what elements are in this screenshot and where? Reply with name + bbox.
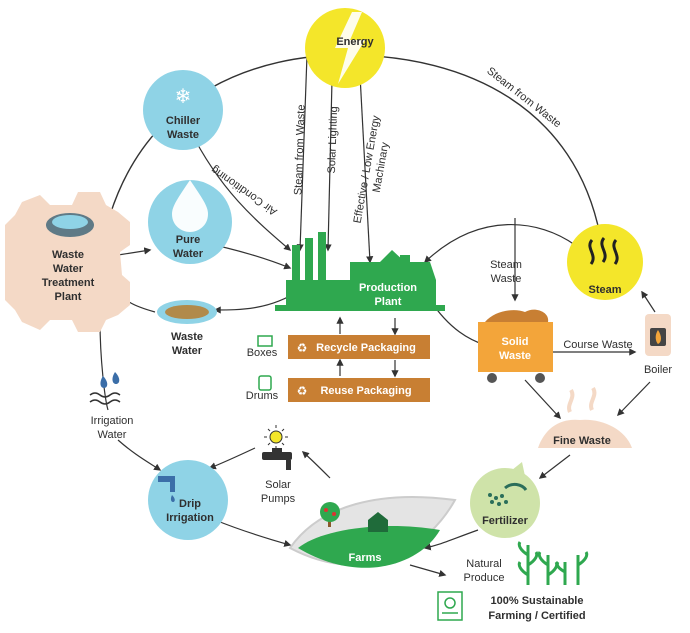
arrow-solid-fine: [524, 379, 561, 420]
tree-icon: [320, 502, 340, 527]
waste-water-pond-inner: [165, 305, 209, 319]
chiller-circle: [143, 70, 223, 150]
fertilizer-label: Fertilizer: [482, 515, 529, 527]
production-plant-label-1: Production: [359, 282, 417, 294]
arrow-drip-farms: [214, 519, 292, 547]
natural-produce-label-1: Natural: [466, 558, 501, 570]
reuse-icon: ♻: [297, 384, 308, 398]
production-plant-label-2: Plant: [375, 296, 402, 308]
arrow-boiler-fine: [616, 381, 651, 417]
wwtp-label-1: Waste: [52, 249, 84, 261]
drums-icon: [258, 375, 272, 391]
boxes-label: Boxes: [247, 347, 278, 359]
arrow-solar-lighting: [324, 79, 333, 252]
seeds-icon: [488, 482, 528, 506]
farms-label: Farms: [348, 552, 381, 564]
solar-pumps-label-2: Pumps: [261, 493, 296, 505]
steam-waste-label-1: Steam: [490, 259, 522, 271]
arrow-air-conditioning: [189, 129, 292, 251]
arrow-fertilizer-farms: [423, 529, 479, 551]
fertilizer-pointer: [512, 462, 525, 476]
sun-icon: [264, 425, 288, 449]
faucet-icon: [158, 476, 175, 502]
boxes-icon: [257, 335, 273, 347]
steam-circle: [567, 224, 643, 300]
reuse-packaging-label: Reuse Packaging: [320, 385, 411, 397]
natural-produce-label-2: Produce: [464, 572, 505, 584]
steam-label: Steam: [588, 284, 621, 296]
arrow-boiler-steam: [641, 290, 656, 313]
certificate-icon: [437, 591, 463, 621]
arrow-farms-produce: [409, 564, 447, 577]
drums-label: Drums: [246, 390, 279, 402]
wwtp-label-4: Plant: [55, 291, 82, 303]
recycle-icon: ♻: [297, 341, 308, 355]
farms-field: [298, 526, 440, 568]
arrow-farms-pumps: [301, 451, 331, 479]
irrigation-water-label-1: Irrigation: [91, 415, 134, 427]
sustainable-label-1: 100% Sustainable: [491, 595, 584, 607]
waste-water-label-2: Water: [172, 345, 203, 357]
arrow-steam-plant: [423, 224, 576, 263]
steam-waste-label-2: Waste: [491, 273, 522, 285]
plants-icon: [517, 541, 589, 585]
arrow-wwtp-pure: [117, 247, 152, 256]
boiler-label: Boiler: [644, 364, 672, 376]
edge-steam-from-waste-top: Steam from Waste: [484, 65, 563, 130]
drip-irrigation-label-1: Drip: [179, 498, 201, 510]
pump-icon: [262, 448, 292, 470]
arrow-fine-fertilizer: [538, 454, 571, 479]
chiller-label-2: Waste: [167, 129, 199, 141]
sustainable-label-2: Farming / Certified: [488, 610, 585, 622]
lightning-icon: [335, 12, 365, 84]
arrow-steam-from-waste: [296, 54, 308, 252]
energy-label: Energy: [336, 36, 374, 48]
arrow-irrigation-drip: [117, 439, 162, 471]
recycle-packaging-label: Recycle Packaging: [316, 342, 416, 354]
course-waste-label: Course Waste: [563, 339, 632, 351]
boiler-icon: [645, 314, 671, 356]
reuse-packaging-box: [288, 378, 430, 402]
arrow-effective-energy: [359, 74, 374, 264]
fine-waste-mound: [538, 419, 632, 448]
wwtp-label-3: Treatment: [42, 277, 95, 289]
irrigation-water-label-2: Water: [98, 429, 127, 441]
steam-icon: [588, 237, 619, 265]
edge-solar-lighting: Solar Lighting: [326, 106, 340, 174]
irrigation-water-icon: [89, 372, 121, 405]
fine-waste-smoke: [567, 386, 597, 413]
pure-water-label-2: Water: [173, 248, 204, 260]
water-drop-icon: [172, 180, 208, 232]
recycle-packaging-box: [288, 335, 430, 359]
pure-water-label-1: Pure: [176, 234, 200, 246]
chiller-label-1: Chiller: [166, 115, 201, 127]
solid-waste-label-1: Solid: [502, 336, 529, 348]
solid-waste-label-2: Waste: [499, 350, 531, 362]
arrow-pumps-drip: [208, 447, 256, 470]
wwtp-label-2: Water: [53, 263, 84, 275]
waste-water-label-1: Waste: [171, 331, 203, 343]
drip-irrigation-label-2: Irrigation: [166, 512, 214, 524]
barn-icon: [368, 512, 388, 532]
factory-icon: [275, 232, 445, 311]
edge-steam-from-waste-mid: Steam from Waste: [292, 104, 307, 195]
fine-waste-label: Fine Waste: [553, 435, 611, 447]
wwtp-gear: [5, 192, 130, 332]
snowflake-icon: ❄: [175, 86, 192, 108]
solar-pumps-label-1: Solar: [265, 479, 291, 491]
solid-waste-cart: [478, 309, 553, 383]
